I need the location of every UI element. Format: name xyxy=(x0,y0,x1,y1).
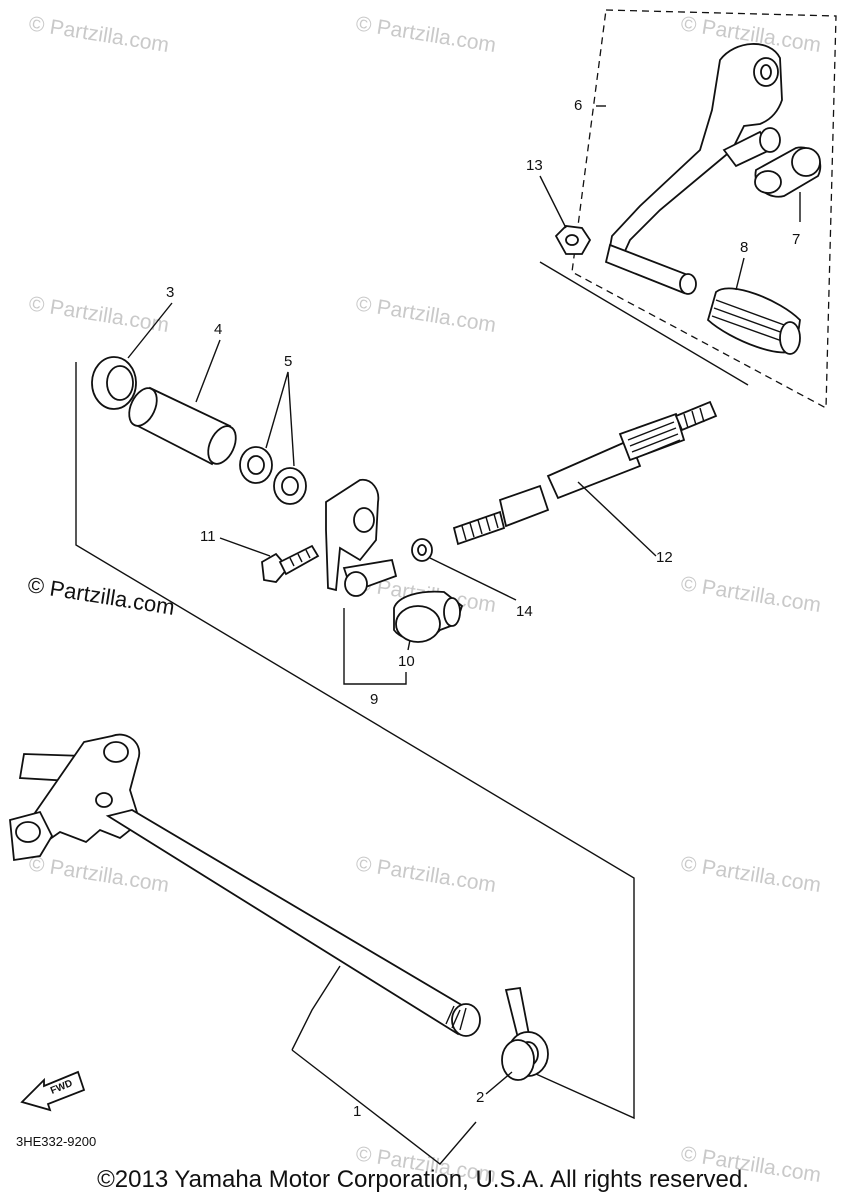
leader-12 xyxy=(577,481,657,557)
nut xyxy=(554,225,592,255)
pedal-rubber xyxy=(706,287,801,355)
watermark-faint: © Partzilla.com xyxy=(354,292,497,337)
bolt xyxy=(261,544,320,583)
watermark-faint: © Partzilla.com xyxy=(679,572,822,617)
shift-lever-clamp xyxy=(325,478,398,597)
callout-11: 11 xyxy=(200,528,216,545)
leader-4 xyxy=(195,339,221,403)
watermark-faint: © Partzilla.com xyxy=(27,852,170,897)
watermark-faint: © Partzilla.com xyxy=(354,12,497,57)
collar xyxy=(128,386,237,466)
callout-12: 12 xyxy=(656,549,673,566)
part-code: 3HE332-9200 xyxy=(16,1134,97,1149)
leader-10 xyxy=(407,639,411,651)
oil-seal xyxy=(91,356,137,410)
leader-2 xyxy=(485,1071,513,1095)
callout-3: 3 xyxy=(166,284,174,301)
small-nut xyxy=(411,538,433,562)
return-spring xyxy=(501,986,549,1081)
leader-14 xyxy=(429,557,517,601)
callout-10: 10 xyxy=(398,653,415,670)
callout-14: 14 xyxy=(516,603,533,620)
leader-1-bracket xyxy=(291,965,477,1165)
fwd-arrow-icon: FWD xyxy=(20,1070,86,1112)
callout-7: 7 xyxy=(792,231,800,248)
shift-shaft xyxy=(9,733,481,1037)
watermark-faint: © Partzilla.com xyxy=(679,852,822,897)
assembly-bracket-line-top xyxy=(539,261,749,386)
callout-2: 2 xyxy=(476,1089,484,1106)
callout-9: 9 xyxy=(370,691,378,708)
rod-end xyxy=(393,590,464,643)
callout-5: 5 xyxy=(284,353,292,370)
leader-13 xyxy=(539,175,567,229)
assembly-boundary-dashed xyxy=(571,9,837,410)
shift-rod xyxy=(452,400,718,546)
callout-6: 6 xyxy=(574,97,582,114)
watermark-faint: © Partzilla.com xyxy=(354,852,497,897)
watermark-faint: © Partzilla.com xyxy=(27,292,170,337)
callout-4: 4 xyxy=(214,321,222,338)
bushings xyxy=(239,446,307,505)
callout-8: 8 xyxy=(740,239,748,256)
copyright-notice: ©2013 Yamaha Motor Corporation, U.S.A. A… xyxy=(97,1166,749,1193)
leader-9-bracket xyxy=(343,608,407,685)
leader-3 xyxy=(127,302,173,359)
leader-11 xyxy=(219,537,271,557)
watermark-faint: © Partzilla.com xyxy=(27,12,170,57)
callout-13: 13 xyxy=(526,157,543,174)
assembly-bracket-line xyxy=(75,362,635,1120)
pivot-joint xyxy=(754,146,822,198)
callout-1: 1 xyxy=(353,1103,361,1120)
leader-8 xyxy=(735,257,745,291)
leader-5 xyxy=(265,371,295,467)
shift-pedal-arm xyxy=(604,43,783,295)
